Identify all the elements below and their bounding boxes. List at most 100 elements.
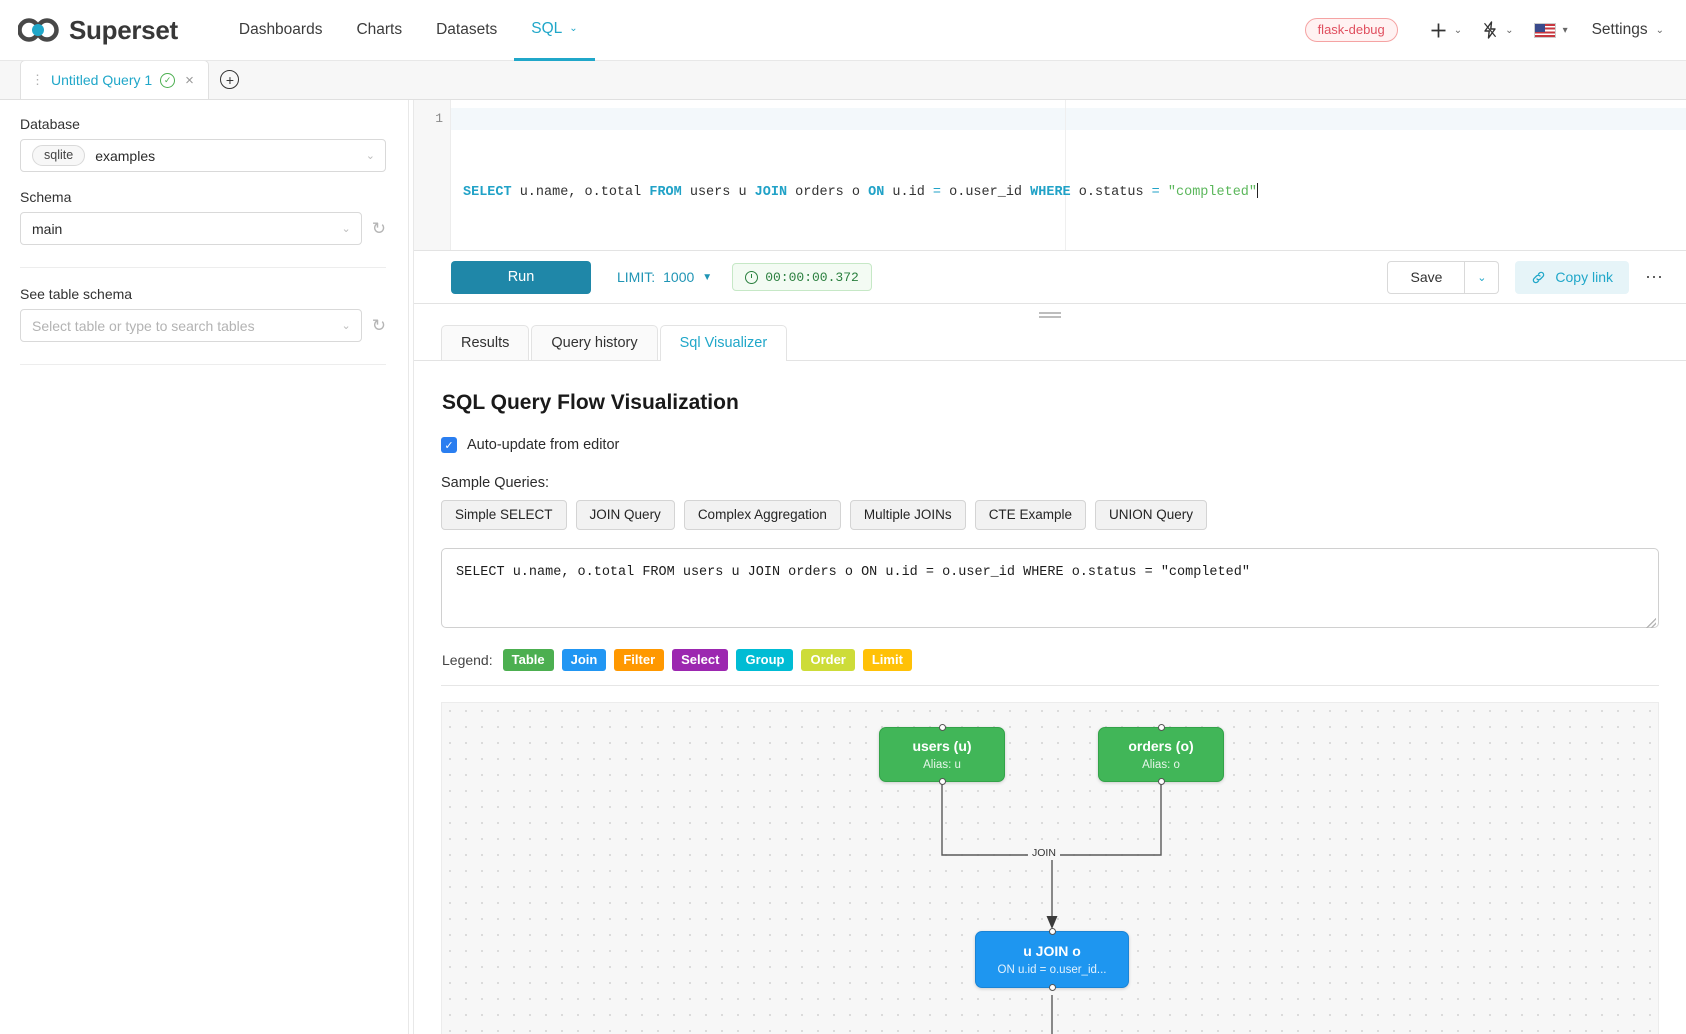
- caret-down-icon: ▼: [702, 271, 713, 283]
- settings-menu[interactable]: Settings ⌄: [1578, 21, 1664, 39]
- new-item-button[interactable]: ⌄: [1420, 22, 1472, 39]
- panel-resize-gutter[interactable]: [409, 100, 414, 1034]
- legend-badge-select: Select: [672, 649, 729, 671]
- schema-select[interactable]: main ⌄: [20, 212, 362, 245]
- flow-node-orders[interactable]: orders (o) Alias: o: [1098, 724, 1224, 785]
- sql-token: JOIN: [754, 185, 788, 200]
- bolt-menu-button[interactable]: ⌄: [1472, 21, 1523, 39]
- refresh-tables-icon[interactable]: ↻: [371, 316, 386, 335]
- sql-token: "completed": [1167, 185, 1258, 200]
- tab-label: Sql Visualizer: [679, 335, 768, 351]
- sample-queries-label: Sample Queries:: [441, 475, 549, 491]
- editor-gutter: 1: [414, 100, 451, 250]
- sql-token: u.name, o.total: [511, 185, 650, 200]
- sql-token: u.id: [884, 185, 933, 200]
- node-title: orders (o): [1128, 738, 1194, 754]
- nav-link-datasets[interactable]: Datasets: [419, 0, 514, 61]
- editor-content[interactable]: SELECT u.name, o.total FROM users u JOIN…: [451, 100, 1686, 250]
- run-button[interactable]: Run: [451, 260, 591, 294]
- print-margin: [1065, 100, 1066, 250]
- nav-link-sql[interactable]: SQL ⌄: [514, 0, 595, 61]
- query-tab-strip: ⋮ Untitled Query 1 ✓ × +: [0, 60, 1686, 100]
- sql-token: ON: [868, 185, 885, 200]
- text-caret: [1257, 183, 1259, 198]
- schema-value: main: [32, 220, 63, 237]
- panel-divider: [20, 267, 386, 268]
- settings-label: Settings: [1591, 21, 1648, 38]
- flow-node-users[interactable]: users (u) Alias: u: [879, 724, 1005, 785]
- caret-down-icon: ▾: [1562, 24, 1568, 36]
- legend: Legend: Table Join Filter Select Group O…: [442, 649, 1659, 671]
- tab-label: Query history: [551, 335, 638, 351]
- sample-button-cte-example[interactable]: CTE Example: [974, 500, 1086, 530]
- edge-label-join: JOIN: [1028, 846, 1060, 860]
- query-tab-untitled-query-1[interactable]: ⋮ Untitled Query 1 ✓ ×: [20, 60, 209, 99]
- tab-sql-visualizer[interactable]: Sql Visualizer: [659, 325, 788, 361]
- sample-button-join-query[interactable]: JOIN Query: [575, 500, 675, 530]
- plus-icon: [1431, 23, 1446, 37]
- auto-update-label: Auto-update from editor: [467, 437, 620, 453]
- tab-results[interactable]: Results: [441, 325, 530, 360]
- link-icon: [1533, 271, 1545, 283]
- textarea-resize-grip[interactable]: [1646, 618, 1656, 628]
- auto-update-row[interactable]: ✓ Auto-update from editor: [441, 437, 1659, 453]
- brand-logo[interactable]: Superset: [18, 15, 178, 46]
- legend-badge-limit: Limit: [862, 649, 912, 671]
- workspace: Database sqlite examples ⌄ Schema main ⌄…: [0, 100, 1686, 1034]
- close-icon[interactable]: ×: [185, 71, 194, 89]
- editor-area: 1 SELECT u.name, o.total FROM users u JO…: [414, 100, 1686, 1034]
- table-search-select[interactable]: Select table or type to search tables ⌄: [20, 309, 362, 342]
- legend-divider: [441, 685, 1659, 686]
- us-flag-icon: [1533, 22, 1556, 38]
- sample-button-union-query[interactable]: UNION Query: [1094, 500, 1207, 530]
- node-subtitle: Alias: u: [923, 759, 961, 771]
- database-engine-pill: sqlite: [32, 145, 86, 166]
- node-subtitle: ON u.id = o.user_id...: [997, 964, 1107, 976]
- sample-button-multiple-joins[interactable]: Multiple JOINs: [849, 500, 966, 530]
- flow-canvas[interactable]: users (u) Alias: u orders (o) Alias: o J…: [441, 702, 1659, 1034]
- top-navbar: Superset Dashboards Charts Datasets SQL …: [0, 0, 1686, 61]
- nav-link-charts[interactable]: Charts: [339, 0, 419, 61]
- editor-line-number: 1: [435, 111, 443, 126]
- query-textarea[interactable]: [441, 548, 1659, 628]
- auto-update-checkbox[interactable]: ✓: [441, 437, 457, 453]
- drag-grip-icon[interactable]: ⋮: [31, 72, 44, 87]
- legend-badge-order: Order: [801, 649, 855, 671]
- check-glyph: ✓: [163, 74, 172, 85]
- editor-sql-text: SELECT u.name, o.total FROM users u JOIN…: [463, 183, 1686, 202]
- sql-token: users u: [681, 185, 755, 200]
- sample-button-complex-aggregation[interactable]: Complex Aggregation: [683, 500, 841, 530]
- query-textarea-wrapper: [441, 548, 1659, 631]
- copy-link-button[interactable]: Copy link: [1515, 260, 1629, 294]
- chevron-down-icon: ⌄: [365, 150, 375, 162]
- refresh-schema-icon[interactable]: ↻: [371, 219, 386, 238]
- sql-editor[interactable]: 1 SELECT u.name, o.total FROM users u JO…: [414, 100, 1686, 251]
- flow-node-join[interactable]: u JOIN o ON u.id = o.user_id...: [975, 928, 1129, 991]
- save-dropdown-button[interactable]: ⌄: [1465, 260, 1500, 294]
- save-button[interactable]: Save: [1387, 260, 1466, 294]
- panel-divider-bottom: [20, 364, 386, 365]
- limit-dropdown[interactable]: LIMIT: 1000 ▼: [617, 269, 712, 285]
- nav-link-dashboards[interactable]: Dashboards: [222, 0, 340, 61]
- nav-label: Charts: [356, 21, 403, 38]
- add-query-tab-button[interactable]: +: [209, 60, 251, 99]
- tab-query-history[interactable]: Query history: [531, 325, 658, 360]
- more-horizontal-icon[interactable]: ⋯: [1645, 266, 1664, 287]
- table-search-placeholder: Select table or type to search tables: [32, 317, 255, 334]
- chevron-down-icon: ⌄: [341, 223, 351, 235]
- port-bottom: [938, 778, 946, 785]
- primary-nav: Dashboards Charts Datasets SQL ⌄: [222, 0, 595, 61]
- save-button-group: Save ⌄: [1387, 260, 1500, 294]
- port-top: [1157, 724, 1165, 731]
- editor-toolbar: Run LIMIT: 1000 ▼ 00:00:00.372 Save ⌄: [414, 251, 1686, 304]
- horizontal-resize-handle[interactable]: [414, 304, 1686, 326]
- query-timer: 00:00:00.372: [732, 263, 872, 291]
- node-title: u JOIN o: [1023, 943, 1081, 959]
- database-select[interactable]: sqlite examples ⌄: [20, 139, 386, 172]
- chevron-down-icon: ⌄: [1453, 24, 1463, 36]
- sql-token: =: [932, 185, 942, 200]
- sample-queries-row: Simple SELECT JOIN Query Complex Aggrega…: [441, 500, 1659, 530]
- sql-token: =: [1151, 185, 1160, 200]
- language-selector[interactable]: ▾: [1524, 22, 1578, 38]
- sample-button-simple-select[interactable]: Simple SELECT: [441, 500, 567, 530]
